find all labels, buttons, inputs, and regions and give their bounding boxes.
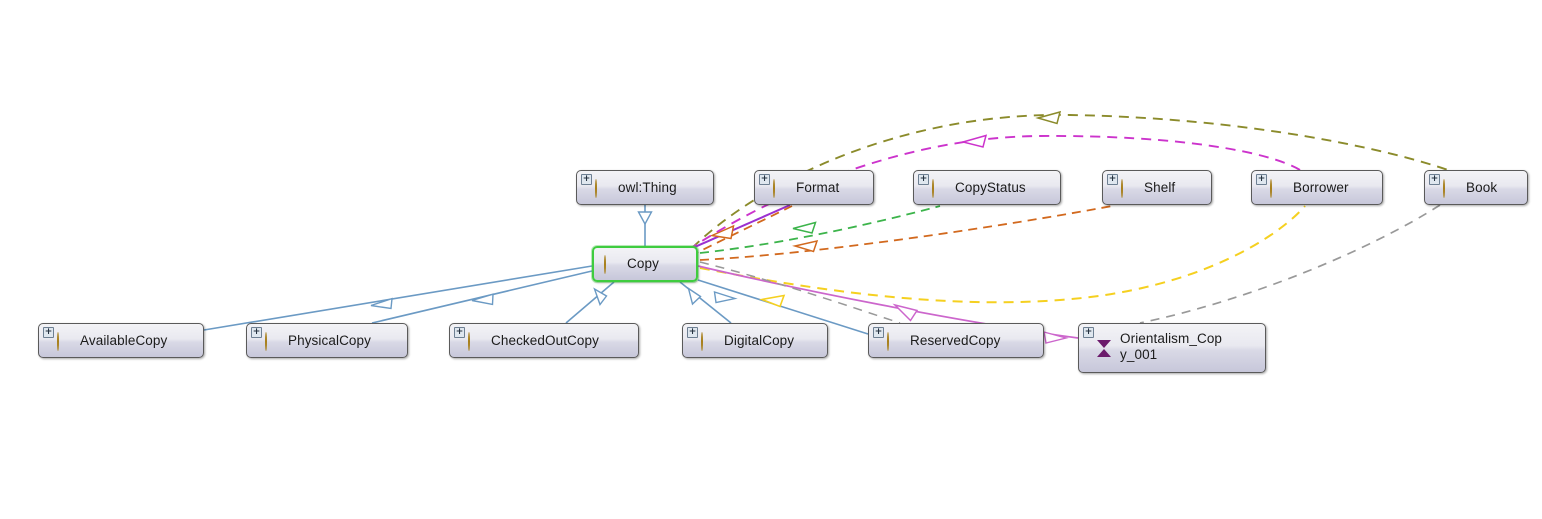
expander-icon[interactable]: +: [759, 174, 770, 185]
expander-icon[interactable]: +: [873, 327, 884, 338]
defined-class-icon: [604, 255, 620, 274]
defined-class-icon: [265, 331, 281, 351]
edge-copy-subclassof-owlthing[interactable]: [637, 205, 653, 246]
class-circle-icon: [595, 178, 611, 198]
node-format[interactable]: + Format: [754, 170, 874, 205]
node-label: Copy: [627, 256, 659, 271]
edge-book-type-orientalism[interactable]: [1139, 204, 1441, 324]
node-owl-thing[interactable]: + owl:Thing: [576, 170, 714, 205]
node-label: AvailableCopy: [80, 332, 168, 348]
node-label: Book: [1466, 179, 1498, 195]
defined-class-icon: [1270, 178, 1286, 198]
class-circle-icon: [932, 178, 948, 198]
defined-class-icon: [701, 331, 717, 351]
node-physical-copy[interactable]: + PhysicalCopy: [246, 323, 408, 358]
class-circle-icon: [773, 178, 789, 198]
expander-icon[interactable]: +: [1256, 174, 1267, 185]
node-digital-copy[interactable]: + DigitalCopy: [682, 323, 828, 358]
expander-icon[interactable]: +: [581, 174, 592, 185]
node-orientalism-copy-001[interactable]: + Orientalism_Cop y_001: [1078, 323, 1266, 373]
node-label: CopyStatus: [955, 179, 1026, 195]
node-label: Shelf: [1144, 179, 1176, 195]
node-label: owl:Thing: [618, 179, 677, 195]
node-label: CheckedOutCopy: [491, 332, 599, 348]
expander-icon[interactable]: +: [1083, 327, 1094, 338]
defined-class-icon: [468, 331, 484, 351]
edge-availablecopy-subclassof-copy[interactable]: [203, 265, 593, 331]
node-available-copy[interactable]: + AvailableCopy: [38, 323, 204, 358]
edge-copy-restriction-copystatus[interactable]: [699, 205, 941, 254]
expander-icon[interactable]: +: [687, 327, 698, 338]
node-copy-status[interactable]: + CopyStatus: [913, 170, 1061, 205]
node-label: PhysicalCopy: [288, 332, 371, 348]
node-label: Borrower: [1293, 179, 1349, 195]
node-reserved-copy[interactable]: + ReservedCopy: [868, 323, 1044, 358]
node-copy[interactable]: Copy: [592, 246, 698, 282]
defined-class-icon: [1121, 178, 1137, 198]
node-checked-out-copy[interactable]: + CheckedOutCopy: [449, 323, 639, 358]
expander-icon[interactable]: +: [251, 327, 262, 338]
edge-copy-restriction-format-purple[interactable]: [687, 204, 791, 251]
node-label: ReservedCopy: [910, 332, 1001, 348]
expander-icon[interactable]: +: [43, 327, 54, 338]
edge-copy-restriction-borrower-yellow[interactable]: [699, 205, 1306, 308]
edge-physicalcopy-subclassof-copy[interactable]: [371, 270, 593, 324]
expander-icon[interactable]: +: [1107, 174, 1118, 185]
expander-icon[interactable]: +: [918, 174, 929, 185]
edge-copy-restriction-format-orange[interactable]: [689, 205, 793, 257]
individual-diamond-icon: [1097, 332, 1113, 357]
defined-class-icon: [57, 331, 73, 351]
node-label: Format: [796, 179, 840, 195]
expander-icon[interactable]: +: [1429, 174, 1440, 185]
edge-copy-restriction-shelf[interactable]: [699, 205, 1113, 261]
defined-class-icon: [887, 331, 903, 351]
defined-class-icon: [1443, 178, 1459, 198]
node-label: Orientalism_Cop y_001: [1120, 331, 1223, 362]
edge-gray-dashed-tail: [699, 261, 901, 324]
node-borrower[interactable]: + Borrower: [1251, 170, 1383, 205]
node-label: DigitalCopy: [724, 332, 795, 348]
edge-checkedoutcopy-subclassof-copy[interactable]: [565, 281, 615, 324]
node-book[interactable]: + Book: [1424, 170, 1528, 205]
node-shelf[interactable]: + Shelf: [1102, 170, 1212, 205]
expander-icon[interactable]: +: [454, 327, 465, 338]
edge-digitalcopy-subclassof-copy[interactable]: [679, 281, 732, 324]
